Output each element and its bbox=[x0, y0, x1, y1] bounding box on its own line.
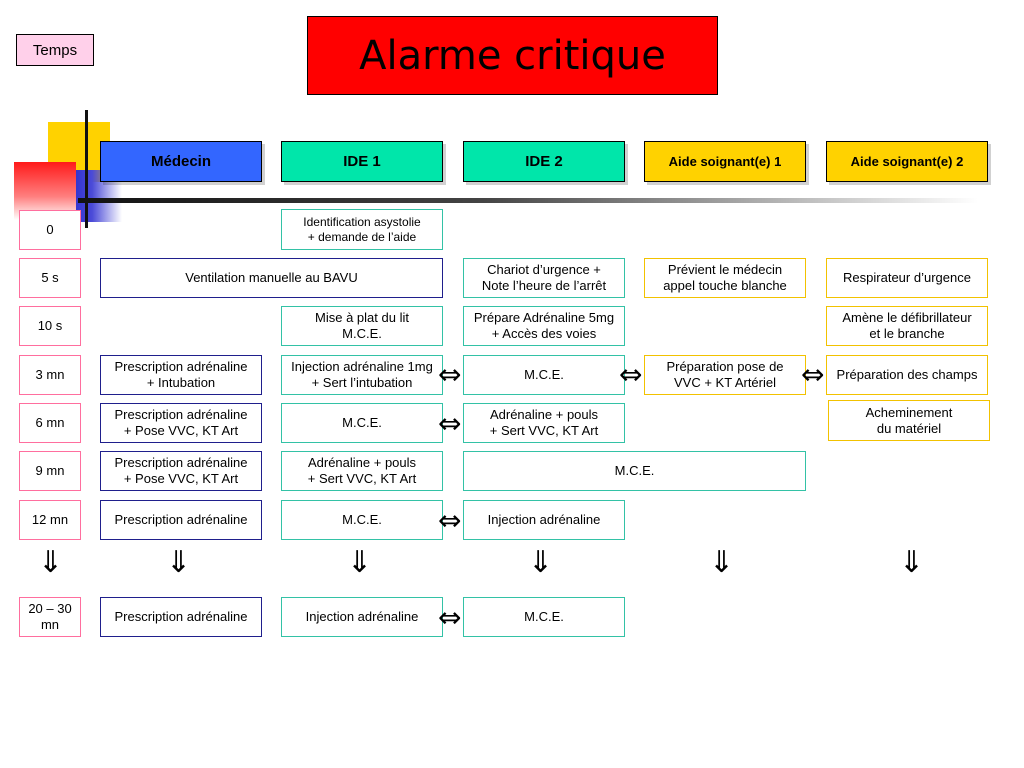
down-arrow-icon: ⇓ bbox=[899, 545, 925, 580]
task-t20-ide1: Injection adrénaline bbox=[281, 597, 443, 637]
down-arrow-icon: ⇓ bbox=[166, 545, 192, 580]
time-cell-0: 0 bbox=[19, 210, 81, 250]
down-arrow-icon: ⇓ bbox=[528, 545, 554, 580]
time-cell-20-30mn: 20 – 30 mn bbox=[19, 597, 81, 637]
role-header-label: Aide soignant(e) 1 bbox=[668, 154, 782, 169]
task-t5-ventilation: Ventilation manuelle au BAVU bbox=[100, 258, 443, 298]
double-arrow-icon: ⇔ bbox=[438, 358, 462, 391]
task-t12-medecin: Prescription adrénaline bbox=[100, 500, 262, 540]
task-t6-ide2: Adrénaline + pouls + Sert VVC, KT Art bbox=[463, 403, 625, 443]
double-arrow-icon: ⇔ bbox=[438, 407, 462, 440]
role-header-aide1: Aide soignant(e) 1 bbox=[644, 141, 806, 182]
task-t3-aide2: Préparation des champs bbox=[826, 355, 988, 395]
task-t12-ide1: M.C.E. bbox=[281, 500, 443, 540]
role-header-label: IDE 2 bbox=[525, 153, 563, 170]
task-t3-aide1: Préparation pose de VVC + KT Artériel bbox=[644, 355, 806, 395]
down-arrow-icon: ⇓ bbox=[709, 545, 735, 580]
decor-vertical-line bbox=[85, 110, 88, 228]
time-cell-9mn: 9 mn bbox=[19, 451, 81, 491]
task-t0-ide1: Identification asystolie + demande de l’… bbox=[281, 209, 443, 250]
time-header-label: Temps bbox=[32, 41, 78, 59]
task-t6-medecin: Prescription adrénaline + Pose VVC, KT A… bbox=[100, 403, 262, 443]
time-cell-3mn: 3 mn bbox=[19, 355, 81, 395]
task-t5-aide2: Respirateur d’urgence bbox=[826, 258, 988, 298]
double-arrow-icon: ⇔ bbox=[619, 358, 643, 391]
decor-horizontal-line bbox=[78, 198, 978, 203]
task-t9-ide1: Adrénaline + pouls + Sert VVC, KT Art bbox=[281, 451, 443, 491]
task-t3-ide1: Injection adrénaline 1mg + Sert l’intuba… bbox=[281, 355, 443, 395]
role-header-aide2: Aide soignant(e) 2 bbox=[826, 141, 988, 182]
title-box: Alarme critique bbox=[307, 16, 718, 95]
time-cell-5s: 5 s bbox=[19, 258, 81, 298]
task-t3-ide2: M.C.E. bbox=[463, 355, 625, 395]
role-header-medecin: Médecin bbox=[100, 141, 262, 182]
role-header-label: IDE 1 bbox=[343, 153, 381, 170]
time-cell-12mn: 12 mn bbox=[19, 500, 81, 540]
double-arrow-icon: ⇔ bbox=[438, 504, 462, 537]
task-t6-aide2: Acheminement du matériel bbox=[828, 400, 990, 441]
task-t10-ide2: Prépare Adrénaline 5mg + Accès des voies bbox=[463, 306, 625, 346]
time-cell-6mn: 6 mn bbox=[19, 403, 81, 443]
task-t5-ide2: Chariot d’urgence + Note l’heure de l’ar… bbox=[463, 258, 625, 298]
task-t9-ide2-aide1: M.C.E. bbox=[463, 451, 806, 491]
time-cell-10s: 10 s bbox=[19, 306, 81, 346]
task-t20-ide2: M.C.E. bbox=[463, 597, 625, 637]
task-t3-medecin: Prescription adrénaline + Intubation bbox=[100, 355, 262, 395]
role-header-ide1: IDE 1 bbox=[281, 141, 443, 182]
task-t10-ide1: Mise à plat du lit M.C.E. bbox=[281, 306, 443, 346]
down-arrow-icon: ⇓ bbox=[38, 545, 64, 580]
page-title: Alarme critique bbox=[359, 32, 666, 79]
role-header-ide2: IDE 2 bbox=[463, 141, 625, 182]
time-header: Temps bbox=[16, 34, 94, 66]
task-t10-aide2: Amène le défibrillateur et le branche bbox=[826, 306, 988, 346]
task-t5-aide1: Prévient le médecin appel touche blanche bbox=[644, 258, 806, 298]
task-t20-medecin: Prescription adrénaline bbox=[100, 597, 262, 637]
double-arrow-icon: ⇔ bbox=[438, 601, 462, 634]
role-header-label: Aide soignant(e) 2 bbox=[850, 154, 964, 169]
down-arrow-icon: ⇓ bbox=[347, 545, 373, 580]
role-header-label: Médecin bbox=[150, 153, 211, 170]
task-t6-ide1: M.C.E. bbox=[281, 403, 443, 443]
task-t12-ide2: Injection adrénaline bbox=[463, 500, 625, 540]
double-arrow-icon: ⇔ bbox=[801, 358, 825, 391]
task-t9-medecin: Prescription adrénaline + Pose VVC, KT A… bbox=[100, 451, 262, 491]
